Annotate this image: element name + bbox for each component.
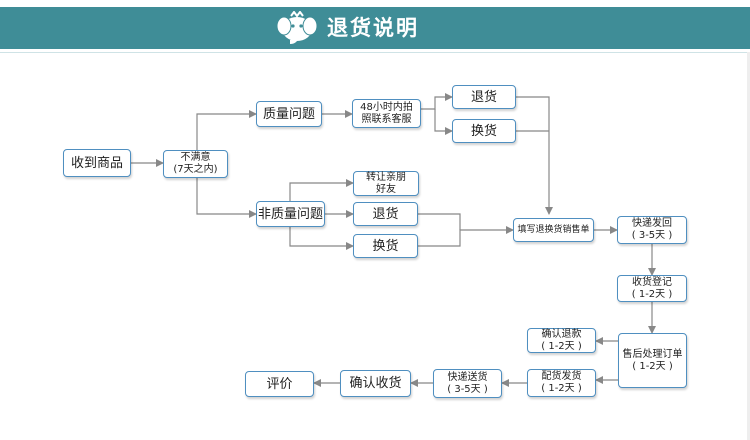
connector-unsatisfied-to-quality (196, 110, 257, 150)
node-return-quality: 退货 (452, 85, 516, 109)
node-return-nonquality: 退货 (353, 202, 418, 226)
connector-return-a-out (516, 96, 553, 215)
node-unsatisfied: 不满意 (7天之内) (163, 150, 228, 178)
node-receive-goods: 收到商品 (63, 149, 131, 177)
node-aftersales-processing: 售后处理订单 ( 1-2天 ) (618, 333, 687, 388)
page-edge-shade (747, 52, 750, 440)
connector-contact-branch (421, 93, 453, 110)
node-express-delivery: 快递送货 ( 3-5天 ) (433, 369, 502, 398)
node-express-return: 快递发回 ( 3-5天 ) (617, 216, 687, 244)
connector-nonquality-to-gift (289, 179, 354, 201)
connector-exchange-b-out (418, 226, 514, 247)
node-confirm-receipt: 确认收货 (340, 370, 411, 397)
connector-contact-to-exchange (434, 109, 453, 135)
header-banner: 退货说明 (0, 7, 750, 49)
node-exchange-nonquality: 换货 (353, 234, 418, 258)
node-non-quality-issue: 非质量问题 (256, 201, 325, 227)
node-receipt-registration: 收货登记 ( 1-2天 ) (617, 275, 687, 302)
node-gift-to-friends: 转让亲朋 好友 (353, 171, 419, 196)
node-fill-return-form: 填写退换货销售单 (513, 218, 594, 242)
node-dispatch-goods: 配货发货 ( 1-2天 ) (527, 369, 596, 397)
connector-return-b-out (418, 213, 461, 230)
node-quality-issue: 质量问题 (256, 101, 322, 127)
node-exchange-quality: 换货 (452, 119, 516, 143)
elephant-logo-icon (276, 11, 318, 44)
node-confirm-refund: 确认退款 ( 1-2天 ) (527, 328, 596, 353)
header-divider (0, 52, 750, 53)
page-title: 退货说明 (327, 16, 419, 40)
connector-unsatisfied-to-nonquality (196, 177, 257, 218)
connector-nonquality-to-exchange (289, 227, 354, 250)
node-review: 评价 (245, 371, 314, 397)
node-contact-service: 48小时内拍 照联系客服 (352, 99, 421, 128)
